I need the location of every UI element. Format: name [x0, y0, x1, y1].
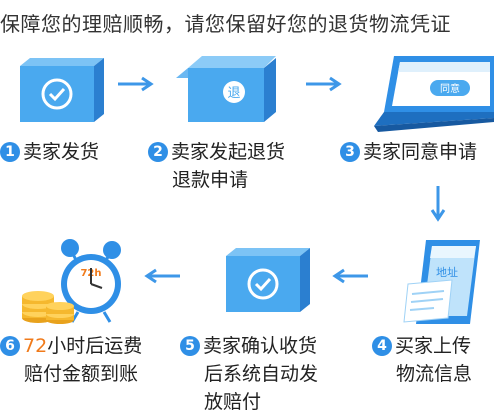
checked-box-icon: [20, 58, 104, 122]
step-1-number: 1: [0, 142, 20, 162]
arrow-left-icon: [332, 268, 368, 284]
arrow-down-icon: [430, 186, 446, 222]
return-box-icon: 退: [176, 56, 276, 122]
laptop-icon: 同意: [374, 56, 494, 132]
phone-screen-label: 地址: [436, 265, 458, 279]
step-2-number: 2: [148, 142, 168, 162]
arrow-right-icon: [118, 76, 154, 92]
step-6-highlight: 72: [23, 335, 48, 357]
checked-box-icon: [226, 248, 310, 312]
step-6-number: 6: [0, 336, 20, 356]
return-badge-text: 退: [227, 86, 240, 101]
phone-upload-icon: 地址: [403, 240, 480, 324]
step-5-number: 5: [180, 336, 200, 356]
alarm-clock-coins-icon: 72h: [22, 239, 121, 324]
step-3-number: 3: [340, 142, 360, 162]
arrow-right-icon: [306, 76, 342, 92]
agree-button-text: 同意: [440, 82, 460, 95]
arrow-left-icon: [144, 268, 180, 284]
step-4-number: 4: [372, 336, 392, 356]
banner-text: 保障您的理赔顺畅，请您保留好您的退货物流凭证: [0, 12, 451, 36]
